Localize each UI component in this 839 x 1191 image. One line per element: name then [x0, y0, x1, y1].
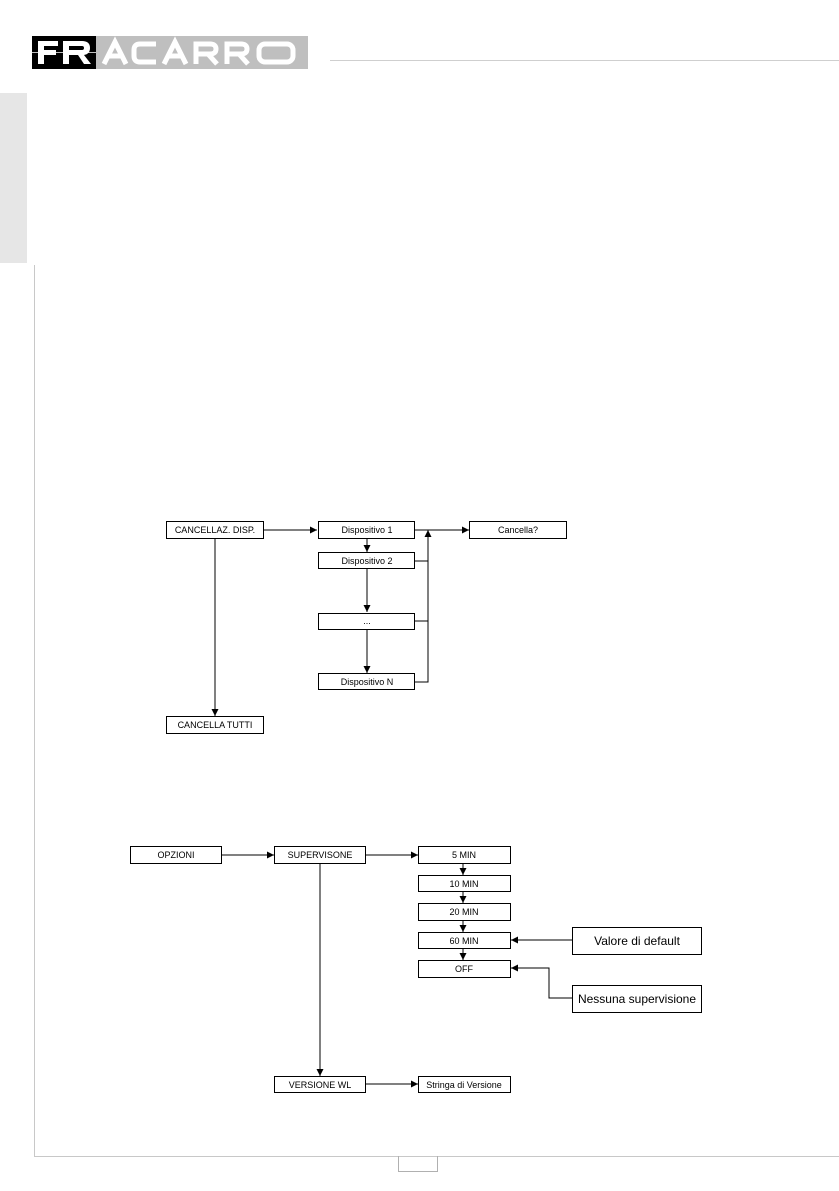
node-20-min-label: 20 MIN [449, 907, 478, 917]
node-valore-di-default-label: Valore di default [594, 934, 681, 948]
node-5-min: 5 MIN [419, 847, 511, 864]
node-10-min-label: 10 MIN [449, 879, 478, 889]
node-dispositivo-2: Dispositivo 2 [319, 553, 415, 569]
node-versione-wl: VERSIONE WL [275, 1077, 366, 1093]
node-60-min-label: 60 MIN [449, 936, 478, 946]
node-opzioni-label: OPZIONI [157, 850, 194, 860]
node-5-min-label: 5 MIN [452, 850, 476, 860]
node-dispositivo-1: Dispositivo 1 [319, 522, 415, 539]
edge-return-bus [415, 530, 428, 682]
node-cancellaz-disp: CANCELLAZ. DISP. [167, 522, 264, 539]
node-60-min: 60 MIN [419, 933, 511, 949]
node-cancella-tutti: CANCELLA TUTTI [167, 717, 264, 734]
node-stringa-di-versione-label: Stringa di Versione [426, 1080, 502, 1090]
node-off-label: OFF [455, 964, 473, 974]
node-nessuna-supervisione-label: Nessuna supervisione [578, 992, 696, 1006]
node-dots: ... [319, 614, 415, 630]
node-supervisone-label: SUPERVISONE [288, 850, 353, 860]
node-versione-wl-label: VERSIONE WL [289, 1080, 352, 1090]
node-valore-di-default: Valore di default [573, 928, 702, 955]
node-stringa-di-versione: Stringa di Versione [419, 1077, 511, 1093]
node-nessuna-supervisione: Nessuna supervisione [573, 986, 702, 1013]
node-dots-label: ... [363, 616, 371, 626]
node-cancella: Cancella? [470, 522, 567, 539]
node-20-min: 20 MIN [419, 904, 511, 921]
node-cancella-tutti-label: CANCELLA TUTTI [178, 720, 253, 730]
diagram2-edges [222, 855, 572, 1084]
node-opzioni: OPZIONI [131, 847, 222, 864]
node-dispositivo-2-label: Dispositivo 2 [341, 556, 392, 566]
node-dispositivo-1-label: Dispositivo 1 [341, 525, 392, 535]
edge-nessuna-off [511, 968, 572, 998]
node-dispositivo-n-label: Dispositivo N [341, 677, 394, 687]
node-off: OFF [419, 961, 511, 978]
node-10-min: 10 MIN [419, 876, 511, 892]
node-supervisone: SUPERVISONE [275, 847, 366, 864]
node-cancellaz-disp-label: CANCELLAZ. DISP. [175, 525, 255, 535]
node-cancella-label: Cancella? [498, 525, 538, 535]
node-dispositivo-n: Dispositivo N [319, 674, 415, 690]
